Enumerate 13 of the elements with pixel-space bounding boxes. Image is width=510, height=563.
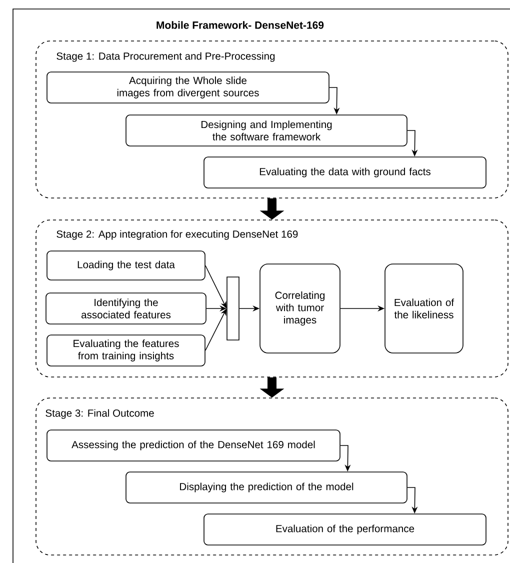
title: Mobile Framework- DenseNet-169 xyxy=(156,21,324,29)
process-box: Acquiring the Whole slide images from divergent sources xyxy=(46,72,330,104)
junction-bar xyxy=(226,276,240,340)
process-box: Displaying the prediction of the model xyxy=(126,472,408,504)
process-box: Loading the test data xyxy=(46,250,206,280)
process-box: Evaluation of the performance xyxy=(204,514,486,546)
process-box: Correlating with tumor images xyxy=(260,264,340,354)
process-box: Designing and Implementing the software framework xyxy=(126,114,408,146)
process-box: Evaluating the data with ground facts xyxy=(204,156,486,188)
process-box: Evaluation of the likeliness xyxy=(384,264,464,354)
process-box: Assessing the prediction of the DenseNet 169 model xyxy=(46,430,340,462)
process-box: Evaluating the features from training insights xyxy=(46,334,206,366)
process-box: Identifying the associated features xyxy=(46,292,206,324)
